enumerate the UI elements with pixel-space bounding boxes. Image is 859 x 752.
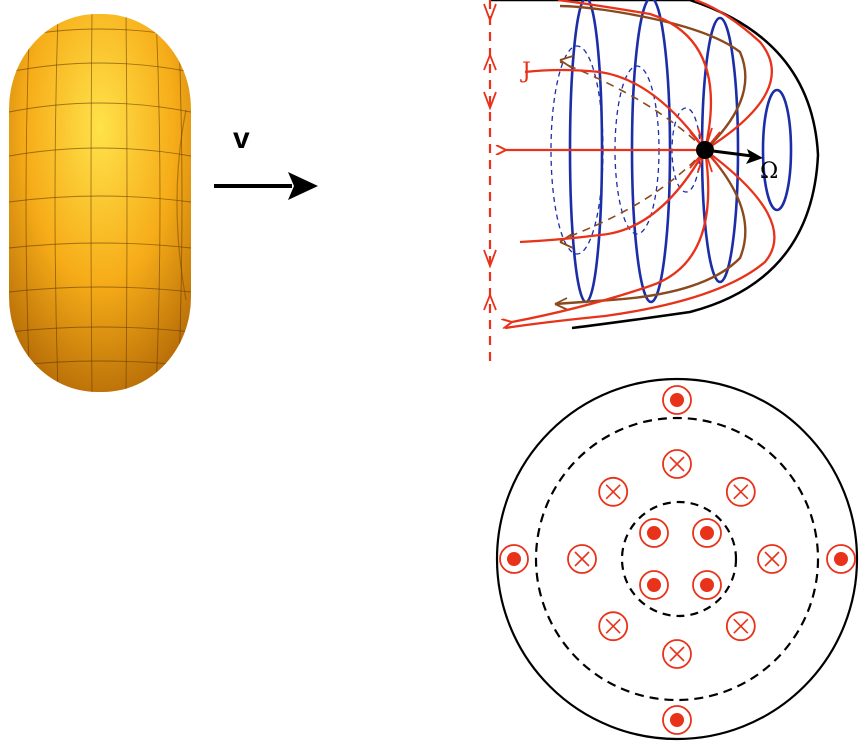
cross-section-inner-circle — [620, 500, 738, 618]
circled-cross-icon — [725, 611, 756, 642]
brown-field-lines — [554, 4, 747, 306]
current-label: J — [520, 59, 531, 84]
vorticity-arrowhead — [746, 149, 763, 164]
circled-cross-icon — [598, 476, 629, 507]
cross-section — [495, 377, 859, 741]
cross-section-middle-circle — [534, 416, 820, 702]
velocity-label: v — [233, 122, 250, 155]
circled-cross-icon — [662, 449, 692, 479]
current-symbols — [499, 385, 856, 735]
circled-cross-icon — [757, 544, 787, 574]
torus-mesh — [9, 14, 191, 392]
circled-cross-icon — [662, 639, 692, 669]
circled-dot-icon — [826, 544, 856, 574]
velocity-arrow — [214, 172, 318, 200]
cross-section-outer-circle — [495, 377, 859, 741]
circled-dot-icon — [662, 705, 692, 735]
field-lines-diagram: J Ω — [483, 0, 820, 362]
circled-dot-icon — [692, 518, 722, 548]
axis-arrowheads — [483, 3, 497, 311]
circled-dot-icon — [692, 570, 722, 600]
circled-cross-icon — [598, 611, 629, 642]
circled-dot-icon — [662, 385, 692, 415]
circled-cross-icon — [567, 544, 597, 574]
circled-dot-icon — [639, 570, 669, 600]
current-lines — [505, 0, 776, 330]
vorticity-label: Ω — [760, 159, 778, 184]
circled-dot-icon — [639, 518, 669, 548]
circled-dot-icon — [499, 544, 529, 574]
ring-boundary — [490, 0, 820, 330]
circled-cross-icon — [725, 476, 756, 507]
vortex-ring-body — [9, 14, 191, 392]
